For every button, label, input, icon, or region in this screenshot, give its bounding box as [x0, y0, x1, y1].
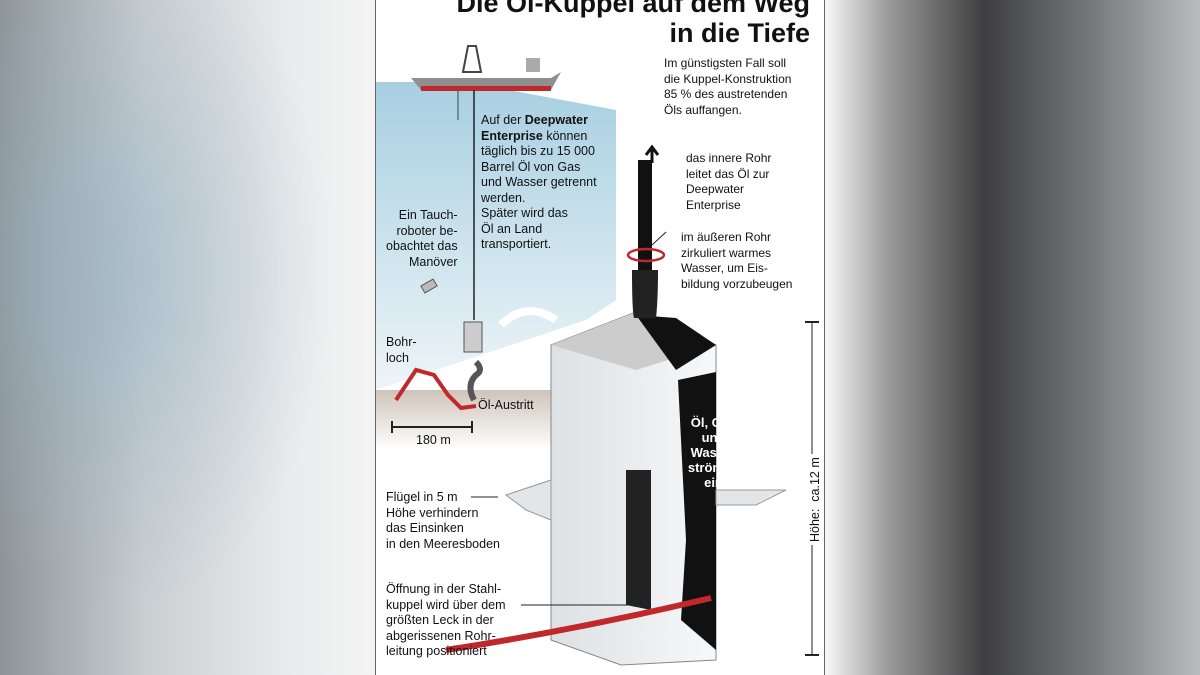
borehole-pipe	[394, 367, 477, 411]
blurred-background	[0, 0, 375, 675]
height-label: Höhe: ca.12 m	[808, 454, 824, 545]
water-area	[376, 82, 616, 390]
ship-text-rest1: können	[542, 128, 588, 143]
seabed	[376, 390, 576, 450]
ship-name-1: Deepwater	[524, 113, 589, 127]
steel-dome	[445, 160, 787, 666]
dome-on-cable-icon	[463, 321, 483, 353]
robot-icon	[420, 278, 438, 294]
inner-pipe-label: das innere Rohr leitet das Öl zur Deepwa…	[686, 151, 772, 212]
curved-arrow-icon	[498, 307, 559, 328]
ship-name-2: Enterprise	[481, 128, 543, 143]
infographic-panel: Die Öl-Kuppel auf dem Weg in die Tiefe I…	[375, 0, 825, 675]
title-line-1: Die Öl-Kuppel auf dem Weg	[456, 0, 810, 18]
intro-text: Im günstigsten Fall soll die Kuppel-Kons…	[664, 56, 792, 117]
ship-text-prefix: Auf der	[481, 113, 525, 127]
distance-label: 180 m	[416, 433, 451, 447]
title-line-2: in die Tiefe	[669, 18, 810, 48]
wings-label: Flügel in 5 m Höhe verhindern das Einsin…	[386, 490, 500, 551]
ship-text-rest: täglich bis zu 15 000 Barrel Öl von Gas …	[481, 144, 597, 251]
borehole-label: Bohr- loch	[386, 335, 417, 365]
oil-exit-label: Öl-Austritt	[478, 398, 534, 412]
opening-label: Öffnung in der Stahl- kuppel wird über d…	[386, 582, 506, 658]
ship-icon	[411, 45, 561, 91]
robot-label: Ein Tauch- roboter be- obachtet das Manö…	[386, 208, 458, 269]
oil-smoke	[467, 359, 483, 402]
up-arrow-icon	[644, 144, 660, 163]
diagram-artwork	[376, 45, 819, 666]
inflow-label: Öl, Gas und Wasser strömen ein	[687, 415, 740, 490]
rotation-arrow-icon	[626, 247, 666, 263]
outer-pipe-label: im äußeren Rohr zirkuliert warmes Wasser…	[681, 230, 793, 291]
